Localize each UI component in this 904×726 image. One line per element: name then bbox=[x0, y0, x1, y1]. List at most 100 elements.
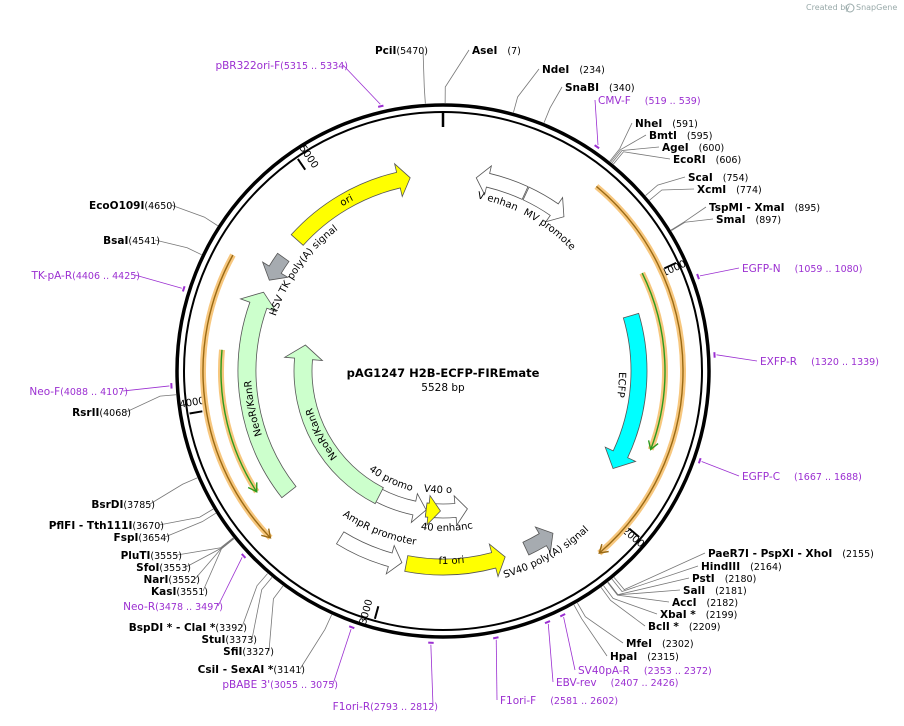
enzyme-leader-12 bbox=[611, 565, 699, 592]
orf-ecfp-inner-line bbox=[641, 272, 666, 450]
enzyme-label[interactable]: MfeI(2302) bbox=[626, 638, 694, 650]
primer-label[interactable]: SV40pA-R(2353 .. 2372) bbox=[578, 665, 712, 677]
primer-label[interactable]: EBV-rev(2407 .. 2426) bbox=[556, 677, 679, 689]
enzyme-name: FspI bbox=[114, 532, 139, 544]
primer-label[interactable]: F1ori-F(2581 .. 2602) bbox=[500, 695, 618, 707]
enzyme-name: AccI bbox=[672, 597, 696, 609]
enzyme-label[interactable]: EcoO109I(4650) bbox=[89, 200, 176, 212]
enzyme-leader-6 bbox=[613, 151, 671, 165]
primer-leader-7 bbox=[430, 644, 434, 707]
tick-label-4000: 4000 bbox=[179, 396, 206, 411]
primer-label[interactable]: Neo-F(4088 .. 4107) bbox=[29, 386, 128, 398]
neo-inner-feature bbox=[283, 344, 384, 505]
primer-label[interactable]: F1ori-R(2793 .. 2812) bbox=[333, 701, 438, 713]
primer-label[interactable]: EXFP-R(1320 .. 1339) bbox=[760, 356, 879, 368]
sv40-ori-feature bbox=[424, 494, 441, 526]
enzyme-label[interactable]: TspMI - XmaI(895) bbox=[709, 202, 820, 214]
enzyme-label[interactable]: RsrII(4068) bbox=[72, 407, 131, 419]
enzyme-leader-15 bbox=[607, 582, 670, 603]
primer-label[interactable]: TK-pA-R(4406 .. 4425) bbox=[30, 270, 140, 282]
enzyme-leader-29 bbox=[158, 508, 214, 526]
enzyme-label[interactable]: BclI *(2209) bbox=[648, 621, 720, 633]
enzyme-label[interactable]: NdeI(234) bbox=[542, 64, 605, 76]
enzyme-name: PaeR7I - PspXI - XhoI bbox=[708, 548, 832, 560]
primer-mark-3 bbox=[697, 457, 702, 464]
enzyme-label[interactable]: PluTI(3555) bbox=[121, 550, 182, 562]
enzyme-leader-3 bbox=[609, 122, 633, 162]
primer-mark-1 bbox=[696, 273, 700, 280]
enzyme-name: SnaBI bbox=[565, 82, 599, 94]
enzyme-name: NdeI bbox=[542, 64, 569, 76]
enzyme-label[interactable]: PciI(5470) bbox=[375, 45, 428, 57]
enzyme-name: BmtI bbox=[649, 130, 677, 142]
primer-position: (519 .. 539) bbox=[645, 96, 701, 107]
primer-label[interactable]: EGFP-N(1059 .. 1080) bbox=[742, 263, 862, 275]
enzyme-label[interactable]: ScaI(754) bbox=[688, 172, 748, 184]
orf-neo-inner-line bbox=[220, 349, 258, 493]
enzyme-label[interactable]: BsaI(4541) bbox=[103, 235, 160, 247]
enzyme-label[interactable]: PaeR7I - PspXI - XhoI (2155) bbox=[708, 548, 874, 560]
enzyme-position: (5470) bbox=[396, 46, 428, 57]
enzyme-label[interactable]: StuI(3373) bbox=[201, 634, 257, 646]
enzyme-position: (2155) bbox=[842, 549, 874, 560]
enzyme-label[interactable]: AseI(7) bbox=[472, 45, 521, 57]
enzyme-label[interactable]: BsrDI(3785) bbox=[91, 499, 155, 511]
enzyme-name: ScaI bbox=[688, 172, 713, 184]
primer-mark-6 bbox=[492, 636, 499, 640]
enzyme-label[interactable]: FspI(3654) bbox=[114, 532, 170, 544]
enzyme-label[interactable]: PstI(2180) bbox=[692, 573, 756, 585]
primer-label[interactable]: Neo-R(3478 .. 3497) bbox=[123, 601, 223, 613]
enzyme-label[interactable]: KasI(3551) bbox=[151, 586, 208, 598]
primer-mark-11 bbox=[181, 285, 186, 292]
enzyme-position: (2199) bbox=[706, 610, 738, 621]
enzyme-leader-34 bbox=[422, 49, 426, 104]
enzyme-position: (3670) bbox=[132, 521, 164, 532]
enzyme-name: PciI bbox=[375, 45, 396, 57]
enzyme-label[interactable]: XbaI *(2199) bbox=[660, 609, 737, 621]
enzyme-leader-16 bbox=[603, 585, 658, 615]
enzyme-label[interactable]: BmtI(595) bbox=[649, 130, 712, 142]
enzyme-label[interactable]: SalI(2181) bbox=[683, 585, 747, 597]
primer-name: CMV-F bbox=[598, 95, 631, 107]
enzyme-label[interactable]: PflFI - Tth111I(3670) bbox=[49, 520, 164, 532]
enzyme-label[interactable]: XcmI(774) bbox=[697, 184, 762, 196]
enzyme-label[interactable]: BspDI * - ClaI *(3392) bbox=[129, 622, 247, 634]
enzyme-label[interactable]: SmaI(897) bbox=[716, 214, 781, 226]
enzyme-label[interactable]: HpaI(2315) bbox=[610, 651, 679, 663]
backbone-outer-strand bbox=[175, 103, 711, 639]
primer-label[interactable]: EGFP-C(1667 .. 1688) bbox=[742, 471, 862, 483]
enzyme-name: NarI bbox=[143, 574, 168, 586]
enzyme-label[interactable]: HindIII(2164) bbox=[701, 561, 782, 573]
enzyme-name: BspDI * - ClaI * bbox=[129, 622, 216, 634]
hsv-tk-polya-feature bbox=[261, 252, 290, 281]
cmv-enhancer-label: CMV enhancer bbox=[0, 0, 520, 214]
enzyme-label[interactable]: NarI(3552) bbox=[143, 574, 200, 586]
enzyme-name: AgeI bbox=[662, 142, 689, 154]
enzyme-label[interactable]: SfoI(3553) bbox=[136, 562, 191, 574]
primer-label[interactable]: pBABE 3'(3055 .. 3075) bbox=[222, 679, 338, 691]
ecfp-label: ECFP bbox=[614, 372, 627, 398]
enzyme-label[interactable]: AgeI(600) bbox=[662, 142, 724, 154]
primer-mark-8 bbox=[348, 625, 355, 630]
enzyme-name: PstI bbox=[692, 573, 715, 585]
enzyme-label[interactable]: NheI(591) bbox=[635, 118, 698, 130]
enzyme-name: SfiI bbox=[223, 646, 242, 658]
enzyme-position: (340) bbox=[609, 83, 635, 94]
enzyme-label[interactable]: SnaBI (340) bbox=[565, 82, 635, 94]
enzyme-label[interactable]: CsiI - SexAI *(3141) bbox=[198, 664, 305, 676]
enzyme-leader-21 bbox=[268, 585, 284, 652]
enzyme-position: (3141) bbox=[273, 665, 305, 676]
primer-name: pBR322ori-F bbox=[215, 60, 280, 72]
primer-position: (3478 .. 3497) bbox=[155, 602, 223, 613]
site-labels: CMV-F (519 .. 539) EGFP-N(1059 .. 1080) EXF… bbox=[29, 45, 879, 713]
enzyme-label[interactable]: EcoRI(606) bbox=[673, 154, 741, 166]
enzyme-position: (4541) bbox=[128, 236, 160, 247]
primer-label[interactable]: CMV-F (519 .. 539) bbox=[598, 95, 701, 107]
enzyme-label[interactable]: SfiI(3327) bbox=[223, 646, 274, 658]
enzyme-leader-11 bbox=[613, 552, 706, 591]
primer-leader-3 bbox=[701, 461, 740, 477]
primer-leader-10 bbox=[122, 385, 170, 392]
enzyme-label[interactable]: AccI(2182) bbox=[672, 597, 738, 609]
primer-label[interactable]: pBR322ori-F(5315 .. 5334) bbox=[215, 60, 348, 72]
